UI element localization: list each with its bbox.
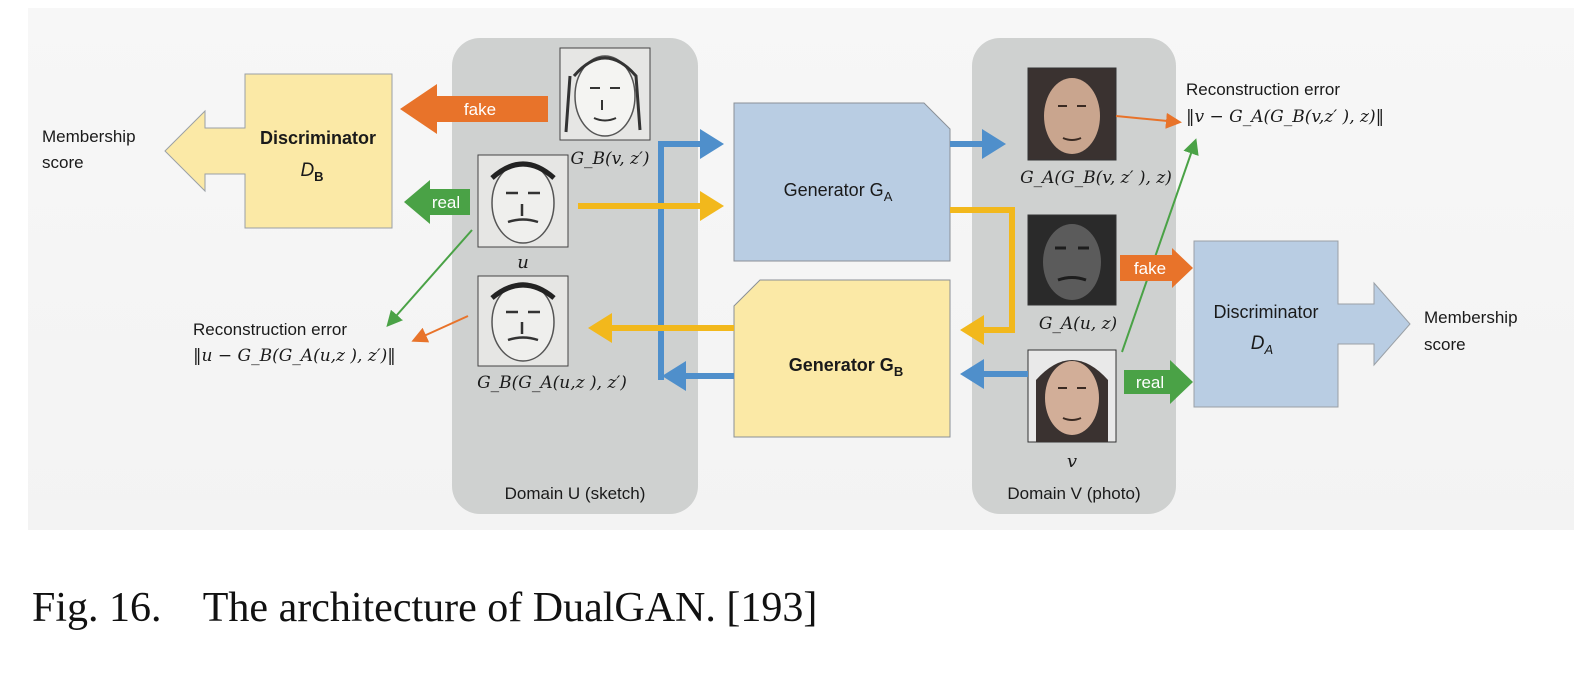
fake-label-right: fake <box>1134 259 1166 278</box>
label-ga-gb-v: G_A(G_B(v, z′ ), z) <box>1020 168 1172 188</box>
real-label-left: real <box>432 193 460 212</box>
discriminator-b-symbol: DB <box>300 160 323 184</box>
fake-arrow-right: fake <box>1120 248 1193 288</box>
discriminator-b: Discriminator DB <box>164 73 393 229</box>
label-gb-ga-u: G_B(G_A(u,z ), z′) <box>477 373 627 393</box>
photo-reconstructed-v-image <box>1027 67 1117 161</box>
yellow-arrow-ga-to-gb <box>950 207 1015 345</box>
real-label-right: real <box>1136 373 1164 392</box>
generator-a: Generator GA <box>733 102 951 262</box>
discriminator-a-label: Discriminator <box>1213 302 1318 322</box>
membership-score-left-line1: Membership <box>42 127 136 146</box>
fake-label-left: fake <box>464 100 496 119</box>
real-arrow-right: real <box>1124 360 1193 404</box>
green-arrow-v-to-recon-right <box>1121 138 1199 353</box>
recon-error-right-title: Reconstruction error <box>1186 80 1340 99</box>
recon-error-left-formula: ‖u − G_B(G_A(u,z ), z′)‖ <box>193 346 396 366</box>
label-u: u <box>517 252 529 273</box>
sketch-gb-v-image <box>559 47 651 141</box>
recon-error-left-title: Reconstruction error <box>193 320 347 339</box>
discriminator-b-label: Discriminator <box>260 128 376 148</box>
generator-a-label: Generator GA <box>784 180 893 204</box>
dualgan-architecture-diagram: Domain U (sketch) Domain V (photo) Discr… <box>28 8 1574 530</box>
orange-arrow-reconstructed-u-to-recon-left <box>411 315 469 343</box>
orange-arrow-reconstructed-v-to-recon-right <box>1115 112 1182 129</box>
membership-score-left-line2: score <box>42 153 84 172</box>
domain-v-label: Domain V (photo) <box>1007 484 1140 503</box>
blue-arrow-gbv-to-ga <box>658 129 724 380</box>
membership-score-right-line2: score <box>1424 335 1466 354</box>
discriminator-a-symbol: DA <box>1251 333 1273 357</box>
real-arrow-left: real <box>404 180 470 224</box>
sketch-u-image <box>477 154 569 248</box>
fake-arrow-left: fake <box>400 84 548 134</box>
figure-caption: Fig. 16. The architecture of DualGAN. [1… <box>32 585 818 631</box>
photo-ga-u-image <box>1027 214 1117 306</box>
generator-b: Generator GB <box>733 279 951 438</box>
label-gb-v: G_B(v, z′) <box>570 149 649 169</box>
discriminator-a: Discriminator DA <box>1193 240 1411 408</box>
green-arrow-u-to-recon-left <box>386 229 473 327</box>
recon-error-right-formula: ‖v − G_A(G_B(v,z′ ), z)‖ <box>1186 107 1384 127</box>
photo-v-image <box>1027 349 1117 443</box>
label-v: v <box>1067 451 1077 472</box>
sketch-reconstructed-u-image <box>477 275 569 367</box>
label-ga-u: G_A(u, z) <box>1039 314 1117 334</box>
membership-score-right-line1: Membership <box>1424 308 1518 327</box>
domain-u-label: Domain U (sketch) <box>505 484 646 503</box>
generator-b-label: Generator GB <box>789 355 903 379</box>
